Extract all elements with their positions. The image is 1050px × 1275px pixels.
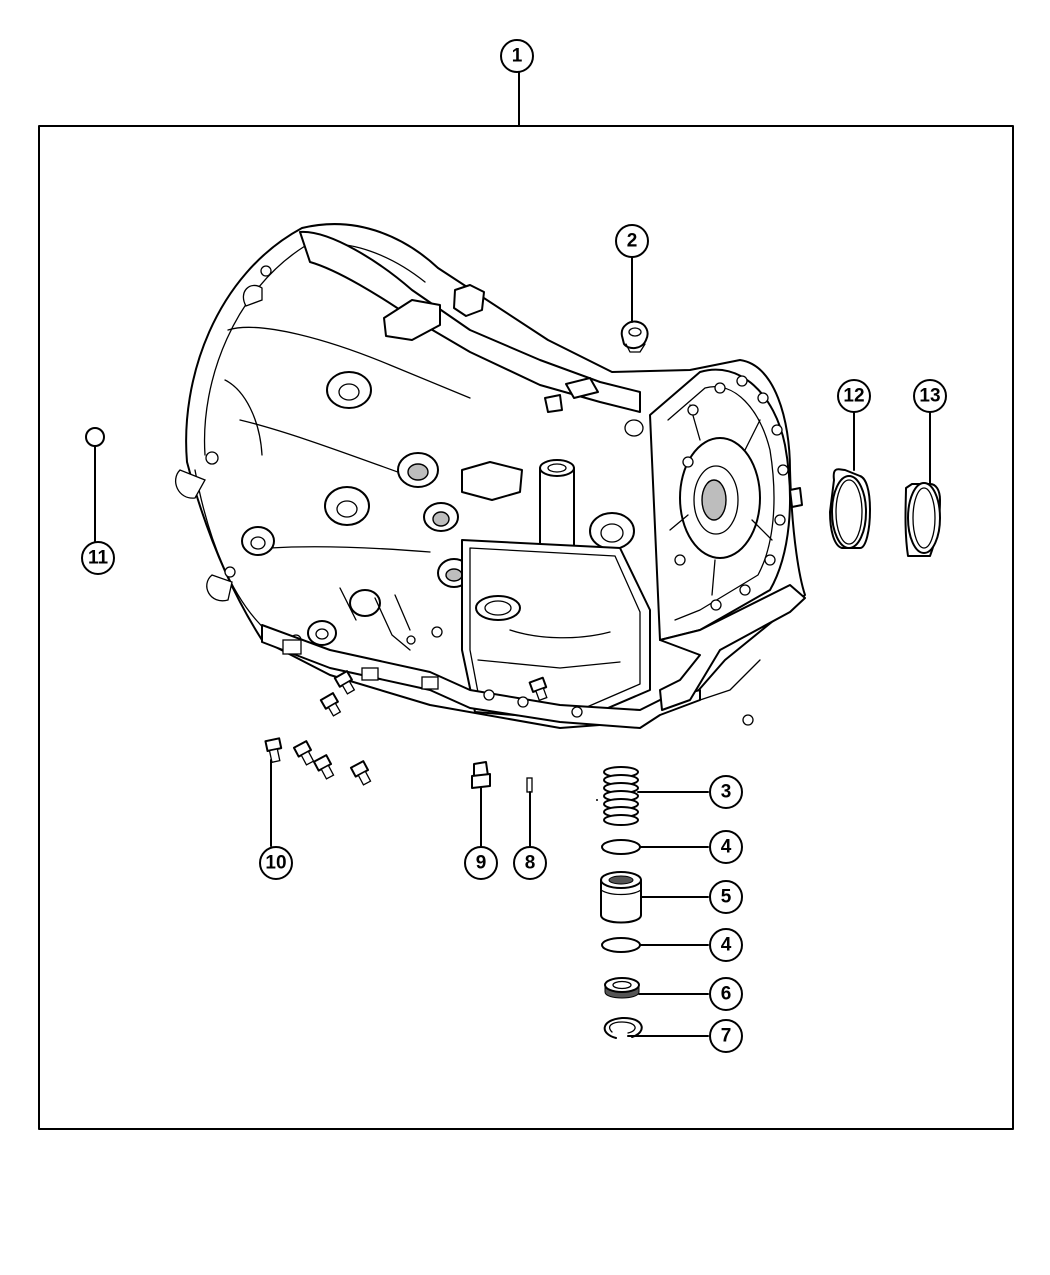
- callout-label: 5: [721, 887, 732, 908]
- callout-label: 12: [843, 386, 864, 407]
- callout-7: 7: [709, 1019, 743, 1053]
- boss-middle: [324, 486, 370, 526]
- plug-part-11: [85, 427, 105, 447]
- spring-part-3: [596, 766, 639, 826]
- o-ring-lower: [601, 937, 641, 953]
- callout-11: 11: [81, 541, 115, 575]
- assembly-frame: [38, 125, 1014, 1130]
- callout-label: 10: [265, 853, 286, 874]
- callout-label: 11: [88, 548, 109, 569]
- callout-10: 10: [259, 846, 293, 880]
- callout-8: 8: [513, 846, 547, 880]
- callout-1: 1: [500, 39, 534, 73]
- callout-label: 4: [721, 837, 732, 858]
- callout-label: 7: [721, 1026, 732, 1047]
- boss-left: [241, 526, 275, 556]
- transmission-case: [175, 223, 806, 729]
- callout-13: 13: [913, 379, 947, 413]
- piston-part-5: [600, 871, 642, 924]
- vent-plug: [620, 320, 649, 353]
- snap-ring-part-7: [603, 1016, 643, 1039]
- callout-4-upper: 4: [709, 830, 743, 864]
- callout-3: 3: [709, 775, 743, 809]
- fitting-part-9: [471, 761, 491, 789]
- callout-label: 8: [525, 853, 536, 874]
- callout-label: 13: [919, 386, 940, 407]
- o-ring-upper: [601, 839, 641, 855]
- callout-6: 6: [709, 977, 743, 1011]
- boss-upper: [326, 371, 372, 409]
- bushing-part-13: [904, 482, 941, 557]
- bolts-part-10: [264, 670, 548, 786]
- callout-2: 2: [615, 224, 649, 258]
- callout-label: 3: [721, 782, 732, 803]
- callout-label: 6: [721, 984, 732, 1005]
- callout-label: 4: [721, 935, 732, 956]
- callout-4-lower: 4: [709, 928, 743, 962]
- callout-label: 9: [476, 853, 487, 874]
- callout-12: 12: [837, 379, 871, 413]
- seal-ring-part-12: [829, 468, 871, 549]
- rear-flange: [649, 368, 791, 641]
- leader-lines: [94, 71, 931, 1037]
- callout-label: 1: [512, 46, 523, 67]
- pin-part-8: [526, 777, 533, 793]
- callout-label: 2: [627, 231, 638, 252]
- callout-5: 5: [709, 880, 743, 914]
- seal-part-6: [604, 977, 640, 999]
- callout-9: 9: [464, 846, 498, 880]
